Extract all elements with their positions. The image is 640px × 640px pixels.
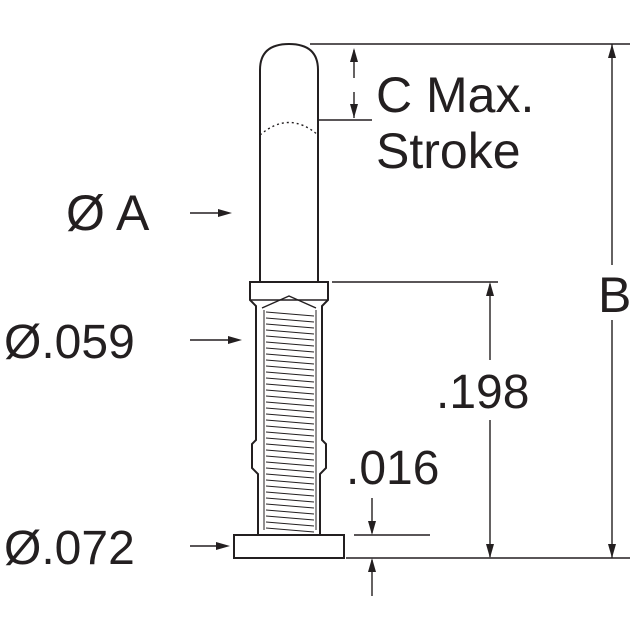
stroke-limit-dashed-arc xyxy=(259,121,319,136)
barrel-thread xyxy=(263,310,317,533)
leader-arrows xyxy=(190,209,242,550)
dimension-b xyxy=(310,43,630,559)
label-dim-016: .016 xyxy=(346,442,439,495)
dimension-c xyxy=(318,48,372,121)
label-dim-198: .198 xyxy=(436,366,529,419)
label-c-max: C Max. xyxy=(376,67,534,123)
label-dim-b: B xyxy=(598,267,631,323)
label-dia-a: Ø A xyxy=(66,185,150,241)
barrel xyxy=(249,281,329,536)
label-stroke: Stroke xyxy=(376,123,521,179)
plunger xyxy=(259,42,319,282)
label-dia-059: Ø.059 xyxy=(4,316,135,369)
dimension-016 xyxy=(354,498,430,596)
dimension-198 xyxy=(332,281,498,558)
probe-head xyxy=(233,534,345,559)
label-dia-072: Ø.072 xyxy=(4,522,135,575)
